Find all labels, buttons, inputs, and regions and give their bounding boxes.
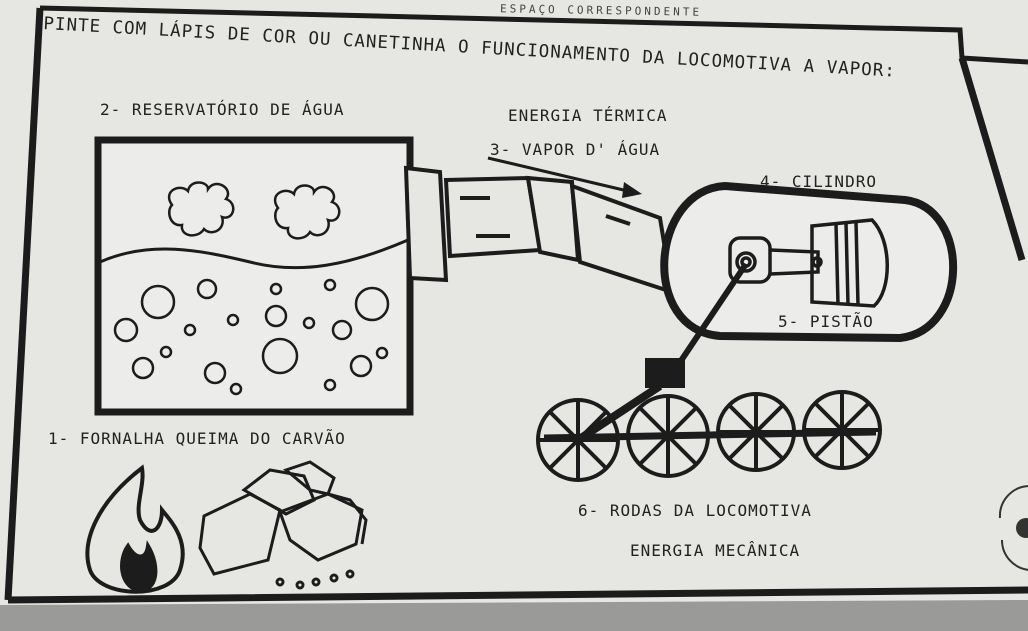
piston-drawing xyxy=(728,218,889,308)
label-steam: 3- VAPOR D' ÁGUA xyxy=(490,140,661,159)
steam-pipe-drawing xyxy=(403,165,675,295)
author-stamp-logo xyxy=(998,485,1028,571)
steam-cloud-icon xyxy=(167,181,235,237)
label-cylinder: 4- CILINDRO xyxy=(760,172,877,191)
label-furnace: 1- FORNALHA QUEIMA DO CARVÃO xyxy=(48,429,346,448)
title-box xyxy=(39,5,1028,65)
frame-border xyxy=(4,7,1028,604)
coal-pile-icon xyxy=(198,460,368,590)
steam-cloud-icon xyxy=(273,184,341,240)
label-piston: 5- PISTÃO xyxy=(778,312,874,331)
locomotive-wheels-drawing xyxy=(536,390,882,482)
label-locomotive-wheels: 6- RODAS DA LOCOMOTIVA xyxy=(578,501,812,520)
steam-arrow-icon xyxy=(487,156,642,198)
cylinder-drawing xyxy=(660,181,958,343)
connecting-rod-drawing xyxy=(575,262,749,444)
label-thermal-energy: ENERGIA TÉRMICA xyxy=(508,106,668,125)
label-mechanical-energy: ENERGIA MECÂNICA xyxy=(630,541,801,560)
fire-icon xyxy=(85,464,185,594)
label-water-reservoir: 2- RESERVATÓRIO DE ÁGUA xyxy=(100,100,345,119)
water-reservoir-drawing xyxy=(94,136,414,416)
